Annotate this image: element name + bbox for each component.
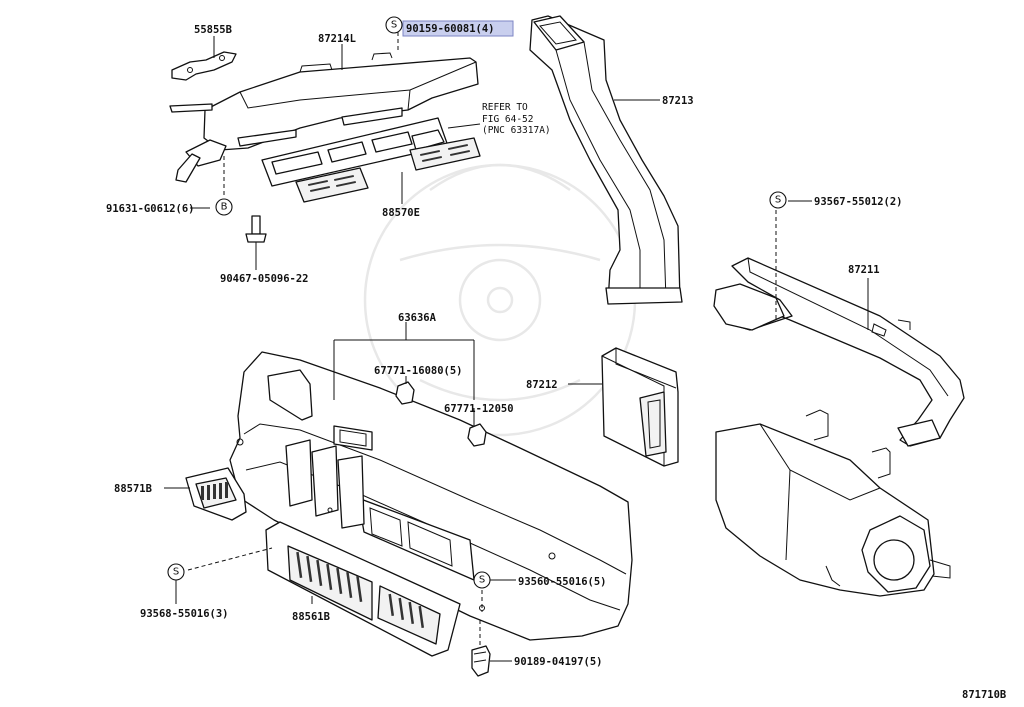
s-symbol-93568: S xyxy=(167,563,185,581)
refer-line-1: REFER TO xyxy=(482,102,528,113)
label-93567[interactable]: 93567-55012(2) xyxy=(814,196,903,208)
label-87214l[interactable]: 87214L xyxy=(318,33,356,45)
vent-88570e[interactable] xyxy=(295,137,481,203)
label-67771-12050[interactable]: 67771-12050 xyxy=(444,403,514,415)
duct-87212[interactable] xyxy=(601,347,679,467)
label-55855b[interactable]: 55855B xyxy=(194,24,232,36)
clip-90189[interactable] xyxy=(471,645,491,677)
grille-88561b[interactable] xyxy=(265,521,461,657)
label-67771-16080[interactable]: 67771-16080(5) xyxy=(374,365,463,377)
label-88570e[interactable]: 88570E xyxy=(382,207,420,219)
label-90189[interactable]: 90189-04197(5) xyxy=(514,656,603,668)
clip-67771-12050[interactable] xyxy=(467,423,487,447)
bracket-55855b[interactable] xyxy=(171,51,237,81)
vent-slats xyxy=(201,482,228,500)
vent-88571b[interactable] xyxy=(185,467,247,521)
part-labels: 55855B 87214L 90159-60081(4) 87213 REFER… xyxy=(106,20,1006,701)
register-plate[interactable] xyxy=(261,117,449,187)
label-87212[interactable]: 87212 xyxy=(526,379,558,391)
diagram-code: 871710B xyxy=(962,689,1006,701)
duct-87214l[interactable] xyxy=(169,52,479,183)
label-93560[interactable]: 93560-55016(5) xyxy=(518,576,607,588)
clip-67771-16080[interactable] xyxy=(395,381,415,405)
refer-line-3: (PNC 63317A) xyxy=(482,125,551,136)
duct-87211[interactable] xyxy=(713,257,965,447)
label-87211[interactable]: 87211 xyxy=(848,264,880,276)
label-90159-highlight xyxy=(402,20,514,37)
label-87213[interactable]: 87213 xyxy=(662,95,694,107)
label-63636a[interactable]: 63636A xyxy=(398,312,437,324)
label-91631[interactable]: 91631-G0612(6) xyxy=(106,203,195,215)
screw-90467[interactable] xyxy=(245,215,267,243)
s-symbol-90159: S xyxy=(385,16,403,34)
svg-text:B: B xyxy=(221,202,228,213)
svg-text:S: S xyxy=(479,575,485,586)
heater-unit[interactable] xyxy=(715,409,951,597)
label-93568[interactable]: 93568-55016(3) xyxy=(140,608,229,620)
label-90467[interactable]: 90467-05096-22 xyxy=(220,273,309,285)
vent-slats xyxy=(308,143,470,193)
svg-text:S: S xyxy=(775,195,781,206)
svg-text:S: S xyxy=(173,567,179,578)
s-symbol-93567: S xyxy=(769,191,787,209)
duct-87213[interactable] xyxy=(529,15,683,305)
s-symbol-93560: S xyxy=(473,571,491,589)
grille-slats xyxy=(296,551,425,629)
svg-text:S: S xyxy=(391,20,397,31)
label-88561b[interactable]: 88561B xyxy=(292,611,330,623)
leader-lines xyxy=(164,32,869,662)
label-88571b[interactable]: 88571B xyxy=(114,483,152,495)
label-90159[interactable]: 90159-60081(4) xyxy=(406,23,495,35)
refer-line-2: FIG 64-52 xyxy=(482,114,533,125)
b-symbol-91631: B xyxy=(215,198,233,216)
